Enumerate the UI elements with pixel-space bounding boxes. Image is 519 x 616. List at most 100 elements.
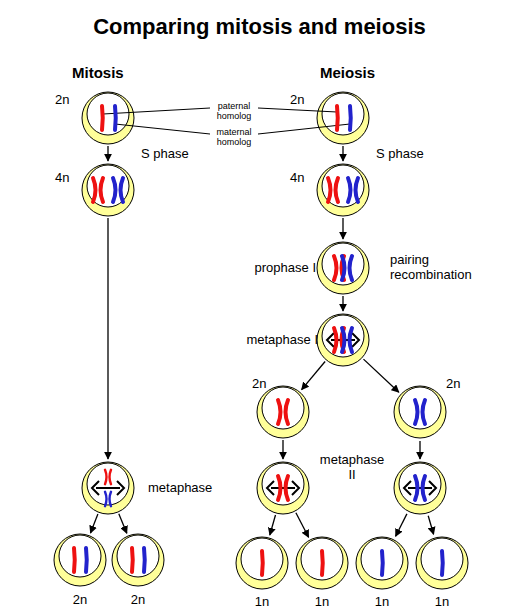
cell-outline	[316, 163, 370, 217]
cell-outline	[316, 241, 370, 295]
cell: 4n	[316, 163, 370, 217]
nucleus	[262, 463, 304, 505]
cell-membrane	[112, 534, 164, 586]
cell-outline	[81, 91, 135, 145]
nucleus	[322, 165, 364, 207]
cell-membrane	[257, 462, 309, 514]
cell: 1n	[235, 536, 289, 590]
nucleus	[421, 538, 463, 580]
column-heading: Meiosis	[320, 64, 375, 82]
cell-membrane	[82, 92, 134, 144]
nucleus	[399, 387, 441, 429]
callout-label: paternal homolog	[210, 101, 258, 121]
cell-membrane	[356, 537, 408, 589]
arrow	[107, 218, 108, 459]
cell-membrane	[394, 386, 446, 438]
cell-membrane	[236, 537, 288, 589]
cell-membrane	[82, 164, 134, 216]
cell: 2n	[111, 533, 165, 587]
cell-outline	[256, 385, 310, 439]
stage-label: 4n	[55, 170, 69, 185]
cell-outline	[415, 536, 469, 590]
cell-outline	[111, 533, 165, 587]
arrow	[282, 440, 283, 459]
nucleus	[322, 315, 364, 357]
cell-outline	[316, 313, 370, 367]
cell-membrane	[54, 534, 106, 586]
nucleus	[262, 387, 304, 429]
arrow	[91, 514, 98, 533]
stage-label: metaphase I	[222, 332, 318, 347]
edge-label: S phase	[141, 146, 189, 161]
stage-label: 4n	[290, 170, 304, 185]
cell-membrane	[317, 314, 369, 366]
cell-membrane	[317, 242, 369, 294]
arrow	[107, 146, 108, 161]
cell-outline	[53, 533, 107, 587]
cell-outline	[81, 461, 135, 515]
stage-label: metaphase	[148, 480, 212, 495]
arrow	[296, 513, 309, 538]
cell: metaphase I	[316, 313, 370, 367]
cell: metaphase	[81, 461, 135, 515]
stage-label: 2n	[55, 92, 69, 107]
cell-membrane	[317, 164, 369, 216]
nucleus	[241, 538, 283, 580]
nucleus	[87, 93, 129, 135]
stage-label: 1n	[422, 594, 462, 609]
arrow	[302, 362, 326, 390]
cell: 2n	[256, 385, 310, 439]
cell: 1n	[355, 536, 409, 590]
cell-outline	[355, 536, 409, 590]
stage-label: 1n	[242, 594, 282, 609]
cell-membrane	[82, 462, 134, 514]
nucleus	[399, 463, 441, 505]
cell-outline	[316, 91, 370, 145]
cell-body	[394, 462, 446, 514]
arrow	[364, 359, 399, 392]
stage-label: 1n	[302, 594, 342, 609]
stage-label: prophase I	[226, 260, 316, 275]
cell: 1n	[415, 536, 469, 590]
callout-label: maternal homolog	[210, 127, 258, 147]
layout-arrows	[396, 441, 434, 536]
nucleus	[59, 535, 101, 577]
arrow	[342, 296, 343, 311]
chromosome	[415, 476, 425, 500]
nucleus	[361, 538, 403, 580]
arrow	[419, 441, 420, 459]
arrow	[342, 218, 343, 239]
cell-membrane	[394, 462, 446, 514]
cell-outline	[295, 536, 349, 590]
cell: 1n	[295, 536, 349, 590]
cell: 2n	[316, 91, 370, 145]
column-heading: Mitosis	[72, 64, 124, 82]
stage-label: metaphase II	[316, 452, 388, 482]
arrow	[428, 516, 433, 534]
nucleus	[87, 165, 129, 207]
cell-membrane	[317, 92, 369, 144]
stage-label: 2n	[446, 376, 460, 391]
stage-label: 1n	[362, 594, 402, 609]
cell: 4n	[81, 163, 135, 217]
cell-outline	[235, 536, 289, 590]
nucleus	[87, 463, 129, 505]
stage-label: 2n	[118, 592, 158, 607]
arrow	[270, 515, 276, 535]
cell-outline	[81, 163, 135, 217]
arrow	[342, 146, 343, 161]
cell: 2n	[53, 533, 107, 587]
nucleus	[117, 535, 159, 577]
cell-membrane	[257, 386, 309, 438]
cell-membrane	[296, 537, 348, 589]
arrow	[396, 514, 407, 536]
nucleus	[322, 93, 364, 135]
cell: 2n	[81, 91, 135, 145]
stage-label: 2n	[252, 376, 266, 391]
stage-label: 2n	[290, 92, 304, 107]
cell: metaphase II	[256, 461, 310, 515]
edge-label: S phase	[376, 146, 424, 161]
